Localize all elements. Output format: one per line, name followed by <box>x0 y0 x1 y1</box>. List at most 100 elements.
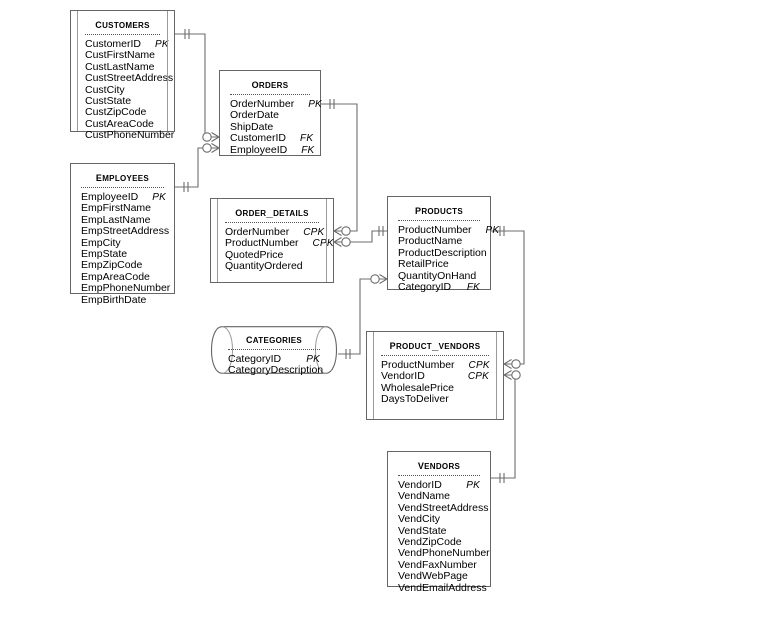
title-divider <box>85 34 160 35</box>
attribute-name: CategoryDescription <box>228 364 324 377</box>
attribute-name: EmpPhoneNumber <box>81 282 171 295</box>
attribute-name: OrderNumber <box>225 226 290 238</box>
attribute-row: VendName <box>398 490 480 503</box>
attribute-row: EmpZipCode <box>81 260 164 272</box>
attribute-name: QuantityOrdered <box>225 260 303 273</box>
attribute-name: EmpAreaCode <box>81 270 150 283</box>
attribute-row: DaysToDeliver <box>381 393 489 406</box>
attribute-row: QuantityOnHand <box>398 270 480 282</box>
attribute-key: PK <box>308 99 322 110</box>
relationship-orders-order-details <box>321 99 358 236</box>
attribute-name: ProductNumber <box>225 237 299 250</box>
attribute-name: EmpBirthDate <box>81 293 147 306</box>
attribute-row: CustomerID PK <box>85 38 169 50</box>
title-divider <box>398 220 480 221</box>
attribute-row: CustZipCode <box>85 106 160 119</box>
attribute-name: EmpLastName <box>81 213 151 226</box>
attribute-name: VendEmailAddress <box>398 581 487 594</box>
attribute-name: VendFaxNumber <box>398 558 477 571</box>
attribute-name: EmpStreetAddress <box>81 225 170 238</box>
entity-title-customers: CUSTOMERS <box>95 16 150 31</box>
attribute-key: CPK <box>468 360 490 371</box>
attribute-list-products: ProductNumber PK ProductName ProductDesc… <box>398 224 499 293</box>
attribute-name: CustZipCode <box>85 106 147 119</box>
entity-title-orders: ORDERS <box>251 76 289 91</box>
attribute-key: PK <box>155 39 169 50</box>
attribute-name: OrderNumber <box>230 98 295 110</box>
entity-orders[interactable]: ORDERS OrderNumber PK OrderDate ShipDate… <box>219 70 322 156</box>
attribute-name: DaysToDeliver <box>381 393 449 406</box>
attribute-row: CustStreetAddress <box>85 72 173 84</box>
attribute-name: OrderDate <box>230 109 280 122</box>
attribute-row: CustomerID FK <box>230 132 314 145</box>
attribute-name: VendStreetAddress <box>398 501 489 514</box>
entity-title-categories: CATEGORIES <box>245 331 303 346</box>
attribute-row: VendWebPage <box>398 570 480 582</box>
entity-employees[interactable]: EMPLOYEES EmployeeID PK EmpFirstName Emp… <box>70 163 175 306</box>
relationship-categories-products <box>338 274 388 359</box>
attribute-list-order-details: OrderNumber CPK ProductNumber CPK Quoted… <box>225 226 334 273</box>
entity-title-order-details: ORDER_DETAILS <box>235 204 309 219</box>
entity-vendors[interactable]: VENDORS VendorID PK VendName VendStreetA… <box>387 451 491 594</box>
attribute-row: ProductDescription <box>398 247 487 259</box>
attribute-row: VendEmailAddress <box>398 582 487 594</box>
attribute-list-orders: OrderNumber PK OrderDate ShipDate Custom… <box>230 98 322 156</box>
attribute-key: FK <box>301 144 315 156</box>
entity-order-details[interactable]: ORDER_DETAILS OrderNumber CPK ProductNum… <box>210 198 334 283</box>
attribute-row: CategoryID FK <box>398 281 480 293</box>
attribute-name: EmployeeID <box>81 191 139 203</box>
attribute-row: VendorID CPK <box>381 370 489 383</box>
attribute-row: VendStreetAddress <box>398 502 488 514</box>
attribute-name: CustStreetAddress <box>85 72 174 85</box>
attribute-name: CustAreaCode <box>85 117 154 130</box>
attribute-name: CustomerID <box>85 38 142 50</box>
attribute-key: CPK <box>303 227 325 238</box>
attribute-row: EmpPhoneNumber <box>81 282 170 294</box>
title-divider <box>381 355 489 356</box>
attribute-row: VendPhoneNumber <box>398 548 490 560</box>
attribute-name: VendName <box>398 490 450 503</box>
entity-title-vendors: VENDORS <box>417 457 461 472</box>
attribute-row: CategoryDescription <box>228 364 323 376</box>
entity-product-vendors[interactable]: PRODUCT_VENDORS ProductNumber CPK Vendor… <box>366 331 504 420</box>
attribute-key: PK <box>485 225 500 236</box>
attribute-name: VendCity <box>398 513 441 526</box>
attribute-key: FK <box>300 133 314 145</box>
entity-customers[interactable]: CUSTOMERS CustomerID PK CustFirstName Cu… <box>70 10 175 141</box>
attribute-list-employees: EmployeeID PK EmpFirstName EmpLastName E… <box>81 191 170 306</box>
attribute-row: EmpStreetAddress <box>81 225 169 237</box>
entity-products[interactable]: PRODUCTS ProductNumber PK ProductName Pr… <box>387 196 499 293</box>
attribute-row: EmpAreaCode <box>81 270 164 283</box>
attribute-name: VendZipCode <box>398 536 462 549</box>
title-divider <box>230 94 310 95</box>
attribute-row: VendFaxNumber <box>398 559 480 571</box>
attribute-row: QuantityOrdered <box>225 260 319 273</box>
attribute-key: CPK <box>467 371 489 383</box>
entity-categories[interactable]: CATEGORIES CategoryID PK CategoryDescrip… <box>210 326 338 376</box>
attribute-row: EmpBirthDate <box>81 293 164 306</box>
title-divider <box>225 222 319 223</box>
attribute-name: EmpCity <box>81 236 121 249</box>
attribute-row: ShipDate <box>230 120 310 133</box>
attribute-list-customers: CustomerID PK CustFirstName CustLastName… <box>85 38 174 142</box>
attribute-row: ProductNumber PK <box>398 224 499 236</box>
attribute-row: CustState <box>85 95 160 107</box>
relationship-products-product-vendors <box>491 226 525 369</box>
attribute-row: VendState <box>398 525 480 537</box>
attribute-name: CustCity <box>85 83 125 96</box>
attribute-name: ShipDate <box>230 120 274 133</box>
attribute-row: EmployeeID FK <box>230 144 314 156</box>
attribute-row: EmpState <box>81 248 164 260</box>
attribute-name: CustFirstName <box>85 49 156 62</box>
title-divider <box>398 475 480 476</box>
cylinder-shape <box>210 326 338 374</box>
attribute-key: PK <box>306 354 320 365</box>
attribute-name: VendPhoneNumber <box>398 547 490 560</box>
entity-title-product-vendors: PRODUCT_VENDORS <box>389 337 481 352</box>
attribute-name: ProductNumber <box>381 359 455 371</box>
attribute-name: CategoryID <box>228 353 282 365</box>
attribute-row: CustFirstName <box>85 49 160 61</box>
attribute-row: EmpCity <box>81 236 164 249</box>
